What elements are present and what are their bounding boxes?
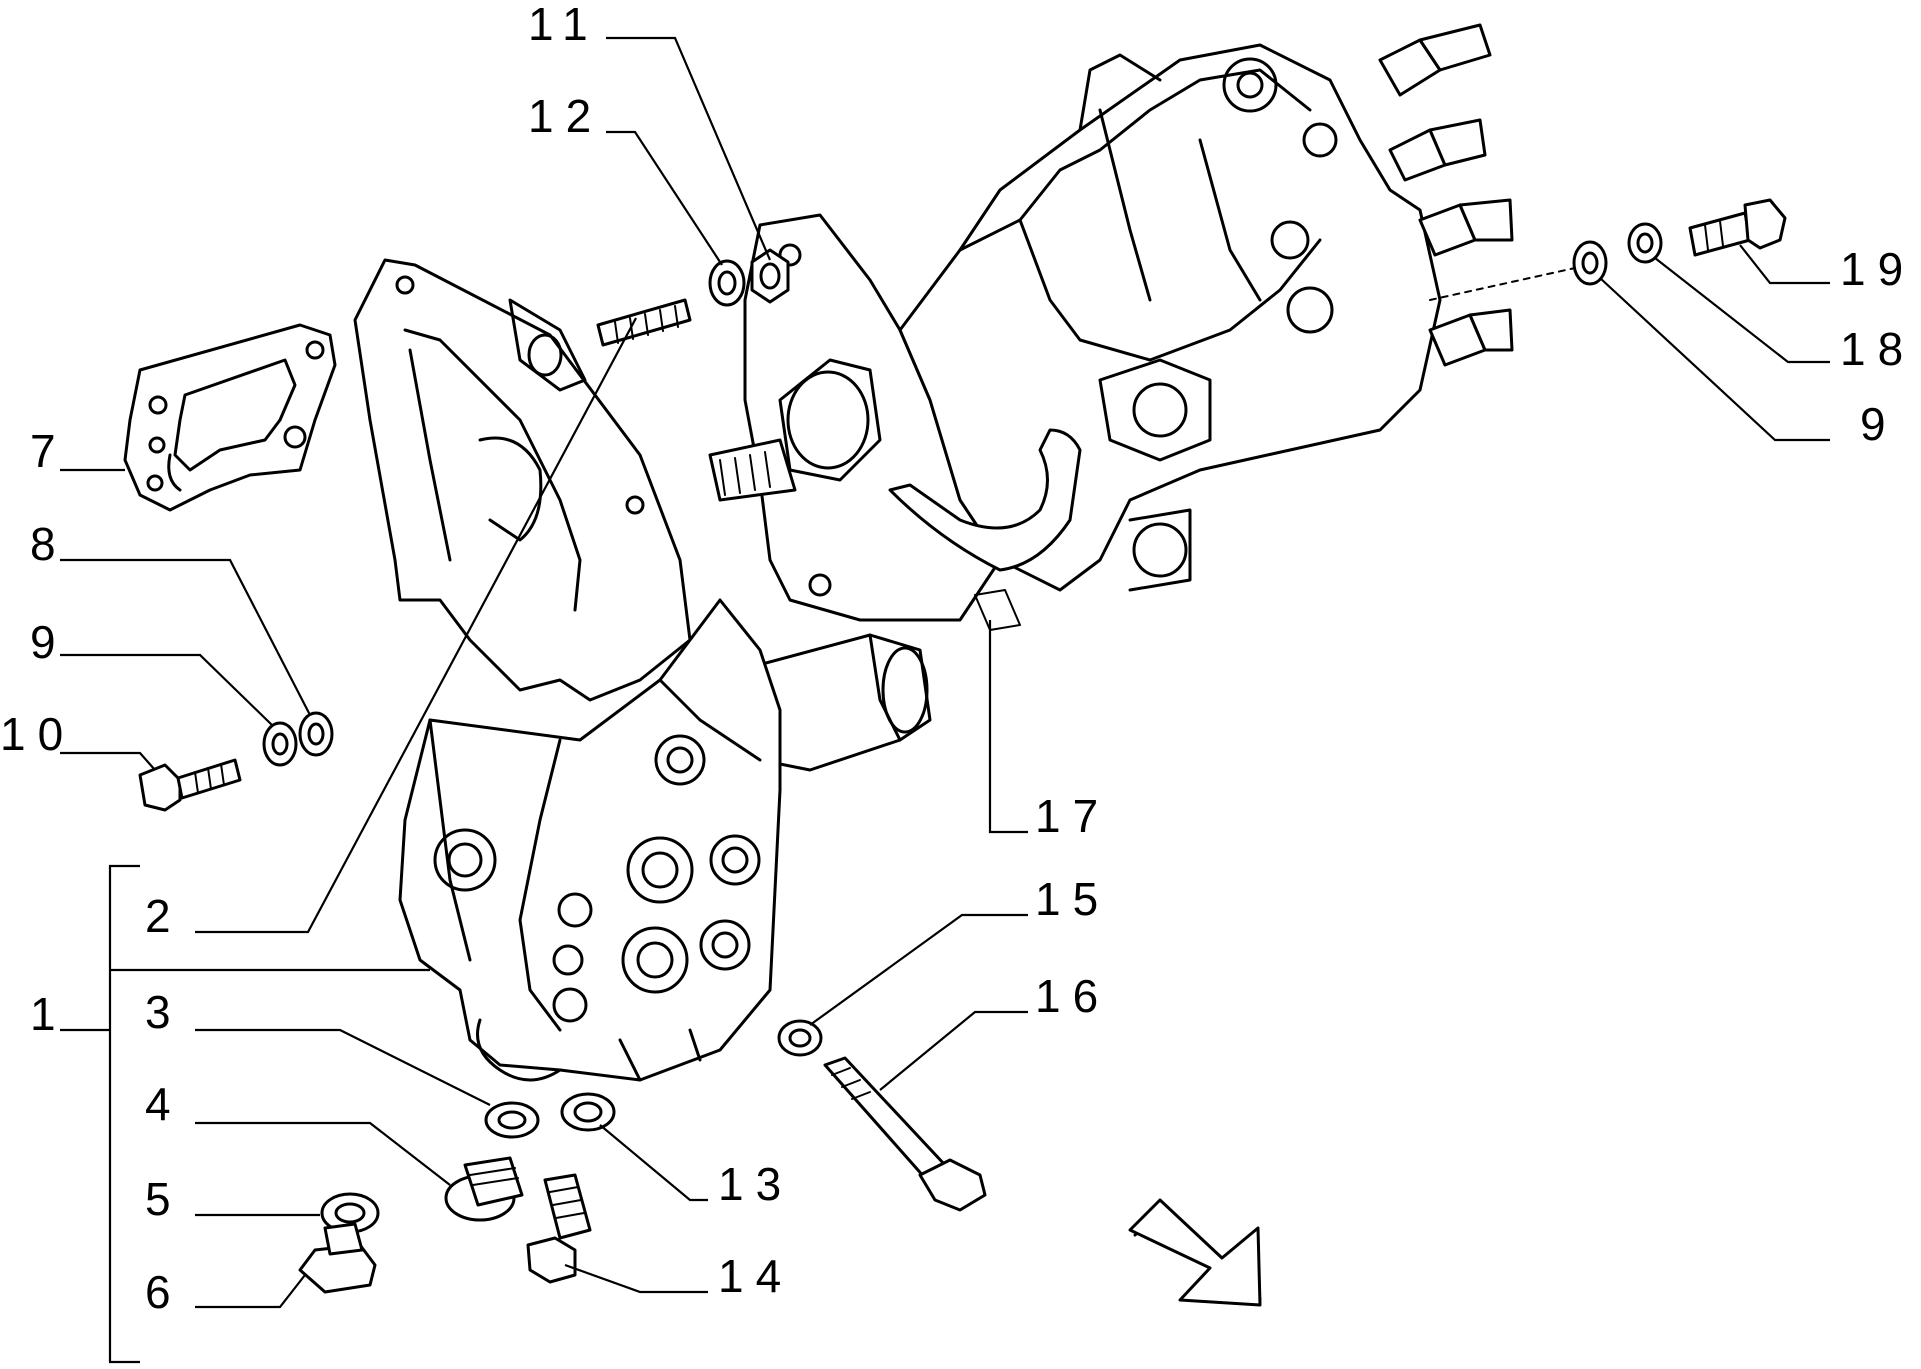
- injection-pump: [708, 23, 1514, 631]
- small-parts: [138, 198, 1787, 1294]
- callout-8: 8: [30, 518, 68, 570]
- callout-9-left: 9: [30, 616, 68, 668]
- callout-12: 12: [528, 90, 603, 142]
- pump-bracket: [353, 258, 692, 702]
- callout-labels: 11 12 7 8 9 10 2 1 3 4 5 6 13 14 15 16 1…: [0, 0, 1915, 1318]
- callout-9-right: 9: [1860, 398, 1898, 450]
- callout-10: 10: [0, 708, 75, 760]
- lower-housing: [398, 598, 782, 1082]
- callout-2: 2: [145, 890, 183, 942]
- callout-6: 6: [145, 1266, 183, 1318]
- gasket-7: [123, 323, 337, 512]
- leader-lines: [60, 36, 1830, 1364]
- callout-19: 19: [1840, 243, 1915, 295]
- callout-7: 7: [30, 425, 68, 477]
- callout-5: 5: [145, 1173, 183, 1225]
- callout-1: 1: [30, 988, 68, 1040]
- callout-15: 15: [1035, 873, 1110, 925]
- callout-3: 3: [145, 986, 183, 1038]
- callout-18: 18: [1840, 323, 1915, 375]
- callout-4: 4: [145, 1078, 183, 1130]
- callout-16: 16: [1035, 970, 1110, 1022]
- callout-17: 17: [1035, 790, 1110, 842]
- arrow-down-right-icon: [1128, 1198, 1262, 1307]
- callout-13: 13: [718, 1158, 793, 1210]
- callout-11: 11: [528, 0, 600, 50]
- callout-14: 14: [718, 1250, 793, 1302]
